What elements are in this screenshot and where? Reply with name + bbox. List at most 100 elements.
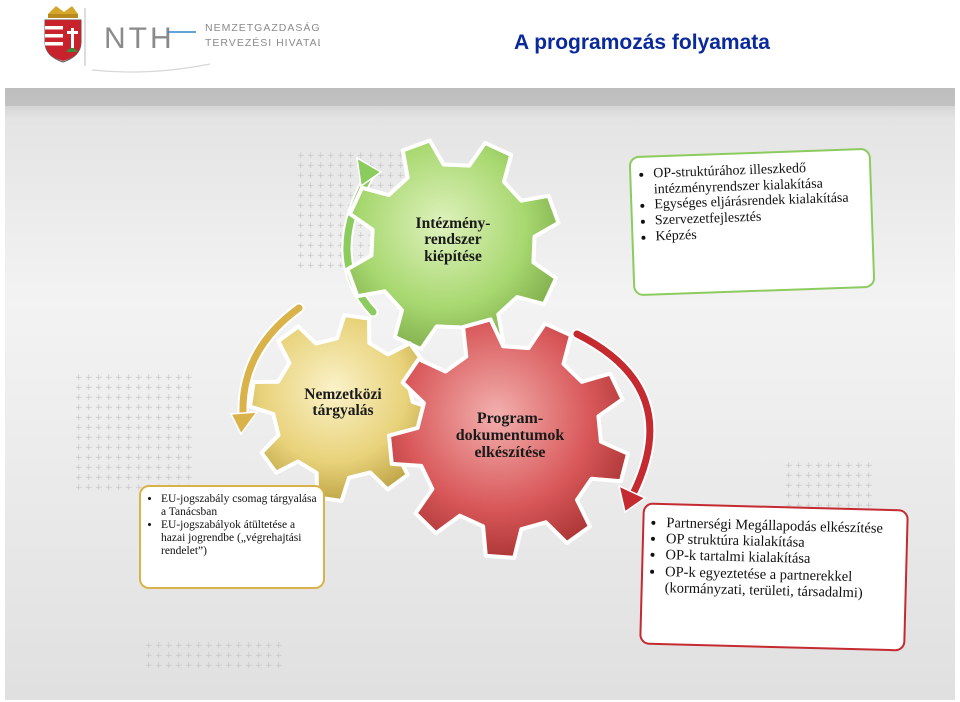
callout-institution: OP-struktúrához illeszkedő intézményrend…	[628, 147, 876, 297]
decorative-dot: +	[75, 393, 83, 403]
decorative-dot: +	[337, 161, 345, 171]
header: NTH NEMZETGAZDASÁGI TERVEZÉSI HIVATAL A …	[0, 0, 960, 88]
decorative-dot: +	[275, 661, 283, 671]
decorative-dot: +	[215, 651, 223, 661]
decorative-dot: +	[337, 151, 345, 161]
decorative-dot: +	[307, 261, 315, 271]
decorative-dot: +	[165, 433, 173, 443]
decorative-dot: +	[175, 433, 183, 443]
decorative-dot: +	[825, 491, 833, 501]
decorative-dot: +	[75, 483, 83, 493]
decorative-dot: +	[175, 413, 183, 423]
decorative-dot: +	[155, 651, 163, 661]
decorative-dot: +	[85, 453, 93, 463]
decorative-dot: +	[75, 373, 83, 383]
cycle-arrow-yellow	[239, 304, 303, 418]
decorative-dot: +	[307, 151, 315, 161]
decorative-dot: +	[155, 383, 163, 393]
decorative-dot: +	[105, 483, 113, 493]
decorative-dot: +	[317, 151, 325, 161]
gear-negotiation-label: Nemzetközi tárgyalás	[304, 386, 382, 420]
decorative-dot: +	[105, 443, 113, 453]
decorative-dot: +	[225, 651, 233, 661]
decorative-dot: +	[327, 221, 335, 231]
decorative-dot: +	[307, 221, 315, 231]
decorative-dot: +	[145, 373, 153, 383]
decorative-dot: +	[135, 383, 143, 393]
decorative-dot: +	[155, 473, 163, 483]
decorative-dot: +	[317, 231, 325, 241]
cycle-arrow-red	[573, 330, 654, 498]
decorative-dot: +	[337, 191, 345, 201]
decorative-dot: +	[175, 651, 183, 661]
decorative-dot: +	[115, 383, 123, 393]
decorative-dot: +	[297, 231, 305, 241]
decorative-dot: +	[115, 463, 123, 473]
decorative-dot: +	[805, 461, 813, 471]
decorative-dot: +	[85, 473, 93, 483]
decorative-dot: +	[125, 473, 133, 483]
decorative-dot: +	[115, 443, 123, 453]
decorative-dot: +	[327, 191, 335, 201]
decorative-dot: +	[165, 453, 173, 463]
decorative-dot: +	[175, 661, 183, 671]
decorative-dot: +	[175, 443, 183, 453]
decorative-dot: +	[795, 461, 803, 471]
decorative-dot: +	[165, 403, 173, 413]
decorative-dot: +	[835, 501, 843, 511]
decorative-dot: +	[855, 501, 863, 511]
decorative-dot: +	[805, 491, 813, 501]
decorative-dot: +	[135, 473, 143, 483]
decorative-dot: +	[115, 453, 123, 463]
decorative-dot: +	[845, 461, 853, 471]
decorative-dot: +	[307, 211, 315, 221]
decorative-dot: +	[115, 433, 123, 443]
decorative-dot: +	[835, 471, 843, 481]
decorative-dot: +	[125, 463, 133, 473]
decorative-dot: +	[145, 433, 153, 443]
decorative-dot: +	[865, 461, 873, 471]
decorative-dot: +	[307, 241, 315, 251]
decorative-dot: +	[115, 423, 123, 433]
decorative-dot: +	[327, 201, 335, 211]
decorative-dot: +	[835, 481, 843, 491]
decorative-dot: +	[75, 473, 83, 483]
decorative-dot: +	[317, 191, 325, 201]
decorative-dot: +	[337, 261, 345, 271]
decorative-dot: +	[327, 261, 335, 271]
decorative-dot: +	[185, 383, 193, 393]
decorative-dot: +	[377, 171, 385, 181]
decorative-dot: +	[387, 171, 395, 181]
decorative-dot: +	[135, 453, 143, 463]
decorative-dot: +	[825, 471, 833, 481]
decorative-dot: +	[255, 661, 263, 671]
decorative-dot: +	[785, 461, 793, 471]
decorative-dot: +	[185, 453, 193, 463]
decorative-dot: +	[125, 383, 133, 393]
decorative-dot: +	[135, 373, 143, 383]
gear-institution	[345, 138, 561, 354]
decorative-dot: +	[175, 641, 183, 651]
decorative-dot: +	[185, 473, 193, 483]
decorative-dot: +	[135, 413, 143, 423]
decorative-dot: +	[105, 463, 113, 473]
decorative-dot: +	[845, 471, 853, 481]
decorative-dot: +	[317, 181, 325, 191]
decorative-dot: +	[327, 161, 335, 171]
logo-name-line2: TERVEZÉSI HIVATAL	[205, 36, 320, 49]
callout-negotiation: EU-jogszabály csomag tárgyalása a Tanács…	[139, 485, 325, 589]
decorative-dot: +	[185, 463, 193, 473]
decorative-dot: +	[95, 413, 103, 423]
decorative-dot: +	[327, 231, 335, 241]
decorative-dot: +	[855, 461, 863, 471]
decorative-dot: +	[135, 483, 143, 493]
decorative-dot: +	[145, 393, 153, 403]
decorative-dot: +	[85, 443, 93, 453]
decorative-dot: +	[307, 161, 315, 171]
decorative-dot: +	[297, 201, 305, 211]
decorative-dot: +	[845, 481, 853, 491]
decorative-dot: +	[125, 443, 133, 453]
decorative-dot: +	[357, 231, 365, 241]
decorative-dot: +	[795, 481, 803, 491]
decorative-dot: +	[387, 161, 395, 171]
